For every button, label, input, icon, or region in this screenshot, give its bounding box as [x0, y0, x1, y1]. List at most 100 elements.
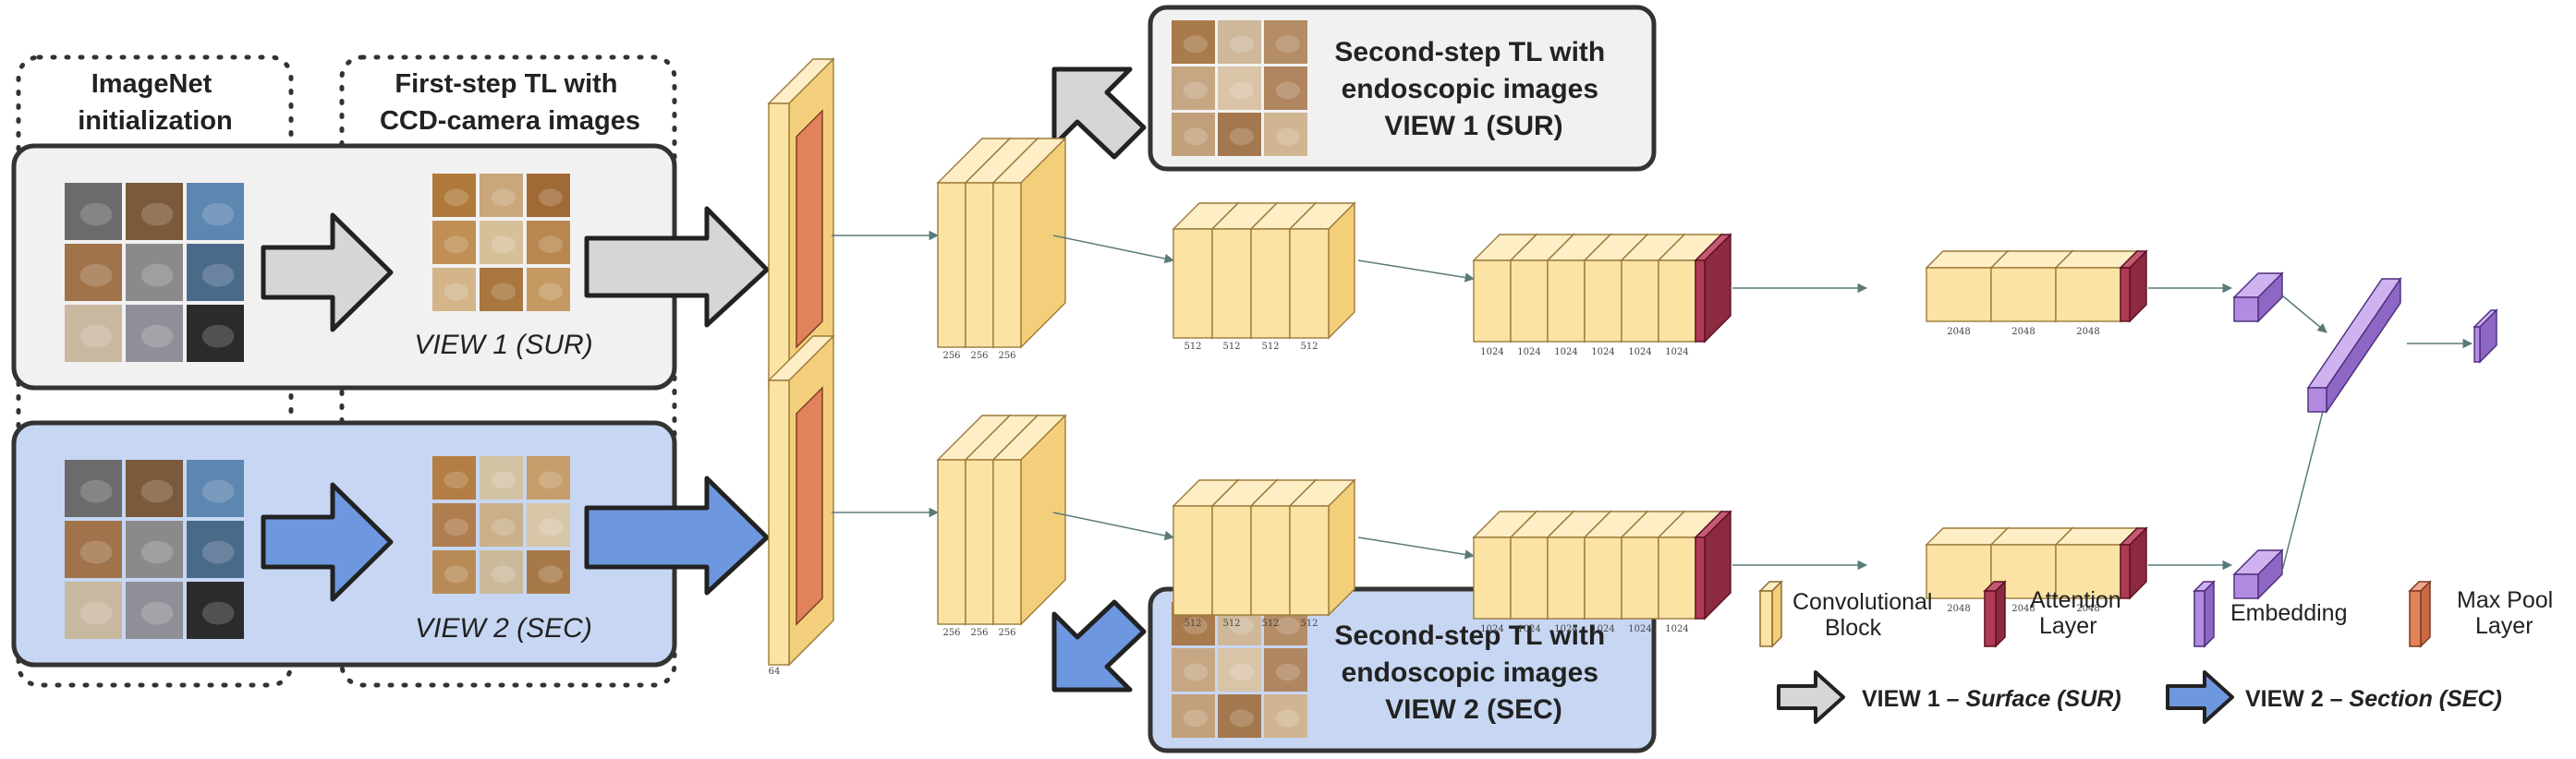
view1-block2-label: 512	[1184, 342, 1201, 352]
ccd-sample-tile	[480, 503, 523, 547]
first-step-title: First-step TL with CCD-camera images	[380, 69, 640, 136]
view1-block4-label: 2048	[1947, 327, 1970, 337]
view2-block3-label: 1024	[1665, 624, 1688, 634]
endoscopic-sample-tile-highlight	[1183, 81, 1209, 100]
imagenet-sample-tile-highlight	[79, 263, 113, 287]
ccd-sample-tile	[432, 221, 476, 264]
imagenet-title: ImageNet initialization	[78, 69, 233, 136]
endoscopic-sample-tile	[1264, 694, 1307, 738]
ccd-sample-tile	[480, 221, 523, 264]
view1-block2-label: 512	[1300, 342, 1318, 352]
view2-maxpool-layer	[796, 386, 823, 626]
imagenet-sample-tile	[187, 244, 244, 301]
ccd-sample-tile	[527, 550, 570, 594]
view2-block2-slice	[1288, 478, 1356, 617]
view2-block3-label: 1024	[1517, 624, 1540, 634]
view2-transfer-arrow-a	[261, 482, 394, 602]
endoscopic-sample-tile	[1218, 20, 1261, 64]
output-embedding	[2473, 308, 2498, 364]
imagenet-sample-tile	[187, 460, 244, 517]
endoscopic-sample-tile-highlight	[1183, 35, 1209, 54]
view1-block1-label: 256	[942, 351, 960, 361]
view2-block4-attention	[2119, 526, 2148, 600]
imagenet-sample-tile	[65, 183, 122, 240]
imagenet-sample-tile-highlight	[79, 324, 113, 348]
layer-connection	[1052, 235, 1175, 264]
ccd-sample-tile	[432, 268, 476, 311]
endoscopic-sample-tile-highlight	[1229, 35, 1255, 54]
endoscopic-sample-tile-highlight	[1275, 127, 1301, 146]
view2-block3-label: 1024	[1628, 624, 1651, 634]
imagenet-sample-tile	[65, 244, 122, 301]
view2-caption: VIEW 2 (SEC)	[415, 613, 592, 644]
ccd-sample-tile	[480, 456, 523, 500]
legend-view1-arrow	[1777, 670, 1845, 724]
endoscopic-sample-tile	[1172, 20, 1215, 64]
ccd-sample-tile-highlight	[491, 235, 516, 254]
imagenet-sample-tile-highlight	[140, 324, 174, 348]
view1-block1-slice	[991, 137, 1067, 349]
view2-block2-label: 512	[1300, 619, 1318, 629]
ccd-samples-view1	[432, 174, 570, 311]
endoscopic-sample-tile-highlight	[1229, 709, 1255, 728]
view2-block4-label: 2048	[2011, 604, 2035, 614]
view2-input-label: 64	[769, 667, 781, 677]
ccd-sample-tile	[527, 221, 570, 264]
ccd-sample-tile	[432, 174, 476, 217]
endoscopic-sample-tile	[1172, 66, 1215, 110]
imagenet-sample-tile-highlight	[201, 540, 235, 564]
endoscopic-sample-tile-highlight	[1275, 663, 1301, 681]
endoscopic-sample-tile-highlight	[1229, 81, 1255, 100]
ccd-samples-view2	[432, 456, 570, 594]
ccd-sample-tile	[432, 550, 476, 594]
view1-block3-label: 1024	[1480, 347, 1503, 357]
ccd-sample-tile	[527, 174, 570, 217]
view2-block1-label: 256	[970, 628, 988, 638]
view2-block3-label: 1024	[1554, 624, 1577, 634]
legend-conv-label: Convolutional Block	[1792, 589, 1938, 641]
endoscopic-sample-tile	[1264, 648, 1307, 692]
view1-block4-label: 2048	[2011, 327, 2035, 337]
imagenet-sample-tile	[126, 183, 183, 240]
ccd-sample-tile-highlight	[491, 471, 516, 489]
view1-block3-attention	[1694, 233, 1732, 343]
view1-block3-label: 1024	[1628, 347, 1651, 357]
ccd-sample-tile-highlight	[538, 283, 564, 301]
layer-connection	[1052, 512, 1175, 541]
legend-conv-swatch	[1758, 580, 1783, 648]
callout-bottom-text: Second-step TL with endoscopic images VI…	[1334, 620, 1612, 725]
view1-block1-label: 256	[998, 351, 1015, 361]
endoscopic-sample-tile-highlight	[1275, 35, 1301, 54]
view1-block3-label: 1024	[1517, 347, 1540, 357]
ccd-sample-tile	[527, 503, 570, 547]
ccd-sample-tile	[527, 268, 570, 311]
view2-transfer-arrow-b	[584, 476, 770, 596]
view1-block3-label: 1024	[1665, 347, 1688, 357]
endoscopic-sample-tile	[1218, 66, 1261, 110]
ccd-sample-tile-highlight	[538, 565, 564, 584]
legend-embedding-label: Embedding	[2230, 600, 2347, 626]
endoscopic-sample-tile-highlight	[1183, 663, 1209, 681]
imagenet-sample-tile	[187, 521, 244, 578]
ccd-sample-tile	[432, 456, 476, 500]
endoscopic-sample-tile	[1172, 694, 1215, 738]
endoscopic-sample-tile	[1172, 113, 1215, 156]
imagenet-sample-tile-highlight	[79, 540, 113, 564]
ccd-sample-tile-highlight	[538, 188, 564, 207]
view1-transfer-arrow-b	[584, 206, 770, 328]
ccd-sample-tile-highlight	[491, 283, 516, 301]
ccd-sample-tile-highlight	[444, 283, 469, 301]
view1-block3-label: 1024	[1591, 347, 1614, 357]
callout-bottom-arrow	[1051, 599, 1147, 693]
view2-block2-label: 512	[1261, 619, 1279, 629]
endoscopic-sample-tile-highlight	[1183, 617, 1209, 635]
imagenet-sample-tile	[187, 582, 244, 639]
layer-connection	[2281, 395, 2329, 572]
view2-block3-attention	[1694, 510, 1732, 620]
imagenet-sample-tile-highlight	[140, 479, 174, 503]
imagenet-samples-view1	[65, 183, 244, 362]
imagenet-samples-view2	[65, 460, 244, 639]
imagenet-sample-tile	[126, 582, 183, 639]
layer-connection	[2281, 295, 2327, 333]
endoscopic-sample-tile	[1264, 113, 1307, 156]
